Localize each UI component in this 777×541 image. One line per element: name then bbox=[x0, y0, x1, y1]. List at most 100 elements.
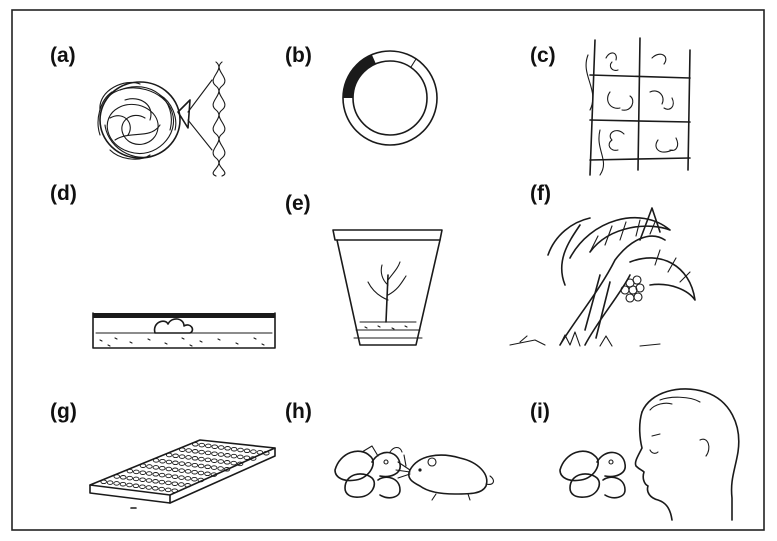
plate-well bbox=[140, 464, 146, 468]
plate-well bbox=[179, 469, 185, 473]
plate-well bbox=[179, 455, 185, 459]
plate-well bbox=[127, 483, 133, 487]
plate-well bbox=[166, 467, 172, 471]
plate-well bbox=[244, 456, 250, 460]
panel-d: (d) bbox=[50, 182, 275, 348]
plate-well bbox=[251, 450, 257, 454]
plate-well bbox=[160, 466, 166, 470]
panel-b: (b) bbox=[285, 44, 437, 145]
panel-a: (a) bbox=[50, 44, 225, 176]
plate-well bbox=[192, 477, 198, 481]
plate-well bbox=[146, 479, 152, 483]
plate-well bbox=[199, 457, 205, 461]
panel-f: (f) bbox=[510, 182, 695, 346]
plate-well bbox=[238, 455, 244, 459]
plate-well bbox=[206, 444, 212, 448]
banana-fruit-drawing-h bbox=[335, 446, 402, 498]
panel-h: (h) bbox=[285, 400, 493, 500]
plate-well bbox=[185, 470, 191, 474]
panel-f-label: (f) bbox=[530, 182, 551, 205]
plate-well bbox=[153, 473, 159, 477]
plate-well bbox=[224, 461, 230, 465]
plate-well bbox=[140, 471, 146, 475]
panel-i-label: (i) bbox=[530, 400, 550, 423]
plate-well bbox=[225, 447, 231, 451]
panel-a-label: (a) bbox=[50, 44, 76, 67]
plate-well bbox=[120, 476, 126, 480]
panel-c-label: (c) bbox=[530, 44, 556, 67]
plate-well bbox=[218, 446, 224, 450]
plate-well bbox=[114, 482, 120, 486]
plate-well bbox=[114, 475, 120, 479]
plate-well bbox=[159, 480, 165, 484]
plate-well bbox=[231, 447, 237, 451]
callus-tissue bbox=[155, 319, 193, 333]
plate-well bbox=[186, 449, 192, 453]
plate-well bbox=[192, 450, 198, 454]
panel-g-label: (g) bbox=[50, 400, 77, 423]
panel-e: (e) bbox=[285, 192, 442, 345]
plate-well bbox=[192, 457, 198, 461]
well-grid bbox=[101, 443, 269, 493]
plate-well bbox=[127, 469, 133, 473]
panel-i: (i) bbox=[530, 389, 739, 520]
plate-well bbox=[140, 478, 146, 482]
plate-well bbox=[147, 465, 153, 469]
banana-bunch bbox=[621, 276, 644, 302]
plate-well bbox=[153, 480, 159, 484]
banana-plant-drawing bbox=[510, 208, 695, 346]
plate-well bbox=[159, 473, 165, 477]
petri-dish-drawing bbox=[93, 313, 275, 348]
plate-well bbox=[193, 443, 199, 447]
panel-e-label: (e) bbox=[285, 192, 311, 215]
plate-well bbox=[198, 471, 204, 475]
panel-b-label: (b) bbox=[285, 44, 312, 67]
plate-well bbox=[160, 459, 166, 463]
plate-well bbox=[231, 461, 237, 465]
plate-well bbox=[199, 443, 205, 447]
plate-well bbox=[127, 476, 133, 480]
plate-well bbox=[165, 488, 171, 492]
plate-well bbox=[146, 472, 152, 476]
plate-well bbox=[179, 476, 185, 480]
mouse-drawing bbox=[396, 455, 493, 500]
plate-well bbox=[199, 450, 205, 454]
plate-well bbox=[225, 454, 231, 458]
culture-jar-drawing bbox=[333, 230, 442, 345]
plate-well bbox=[192, 470, 198, 474]
plate-well bbox=[218, 453, 224, 457]
plate-well bbox=[107, 481, 113, 485]
plate-well bbox=[153, 466, 159, 470]
plate-well bbox=[159, 487, 165, 491]
plate-well bbox=[211, 466, 217, 470]
plate-well bbox=[186, 456, 192, 460]
plant-cells-drawing bbox=[586, 38, 690, 175]
plate-well bbox=[212, 445, 218, 449]
plate-well bbox=[153, 487, 159, 491]
plate-well bbox=[186, 463, 192, 467]
plate-well bbox=[166, 474, 172, 478]
plate-well bbox=[172, 468, 178, 472]
plate-well bbox=[172, 482, 178, 486]
plate-well bbox=[166, 460, 172, 464]
plate-well bbox=[238, 448, 244, 452]
banana-fruit-drawing-i bbox=[560, 451, 625, 498]
panel-g: (g) bbox=[50, 400, 275, 508]
plate-well bbox=[244, 449, 250, 453]
plate-well bbox=[179, 483, 185, 487]
dna-coil-drawing bbox=[98, 62, 225, 176]
panel-c: (c) bbox=[530, 38, 690, 175]
plate-well bbox=[205, 465, 211, 469]
plate-well bbox=[185, 477, 191, 481]
plate-well bbox=[146, 486, 152, 490]
plate-well bbox=[179, 462, 185, 466]
plate-well bbox=[212, 452, 218, 456]
plasmid-ring-drawing bbox=[343, 51, 437, 145]
plate-well bbox=[101, 480, 107, 484]
plate-well bbox=[205, 451, 211, 455]
plate-well bbox=[172, 489, 178, 493]
plate-well bbox=[120, 482, 126, 486]
plate-well bbox=[257, 451, 263, 455]
plate-well bbox=[218, 460, 224, 464]
